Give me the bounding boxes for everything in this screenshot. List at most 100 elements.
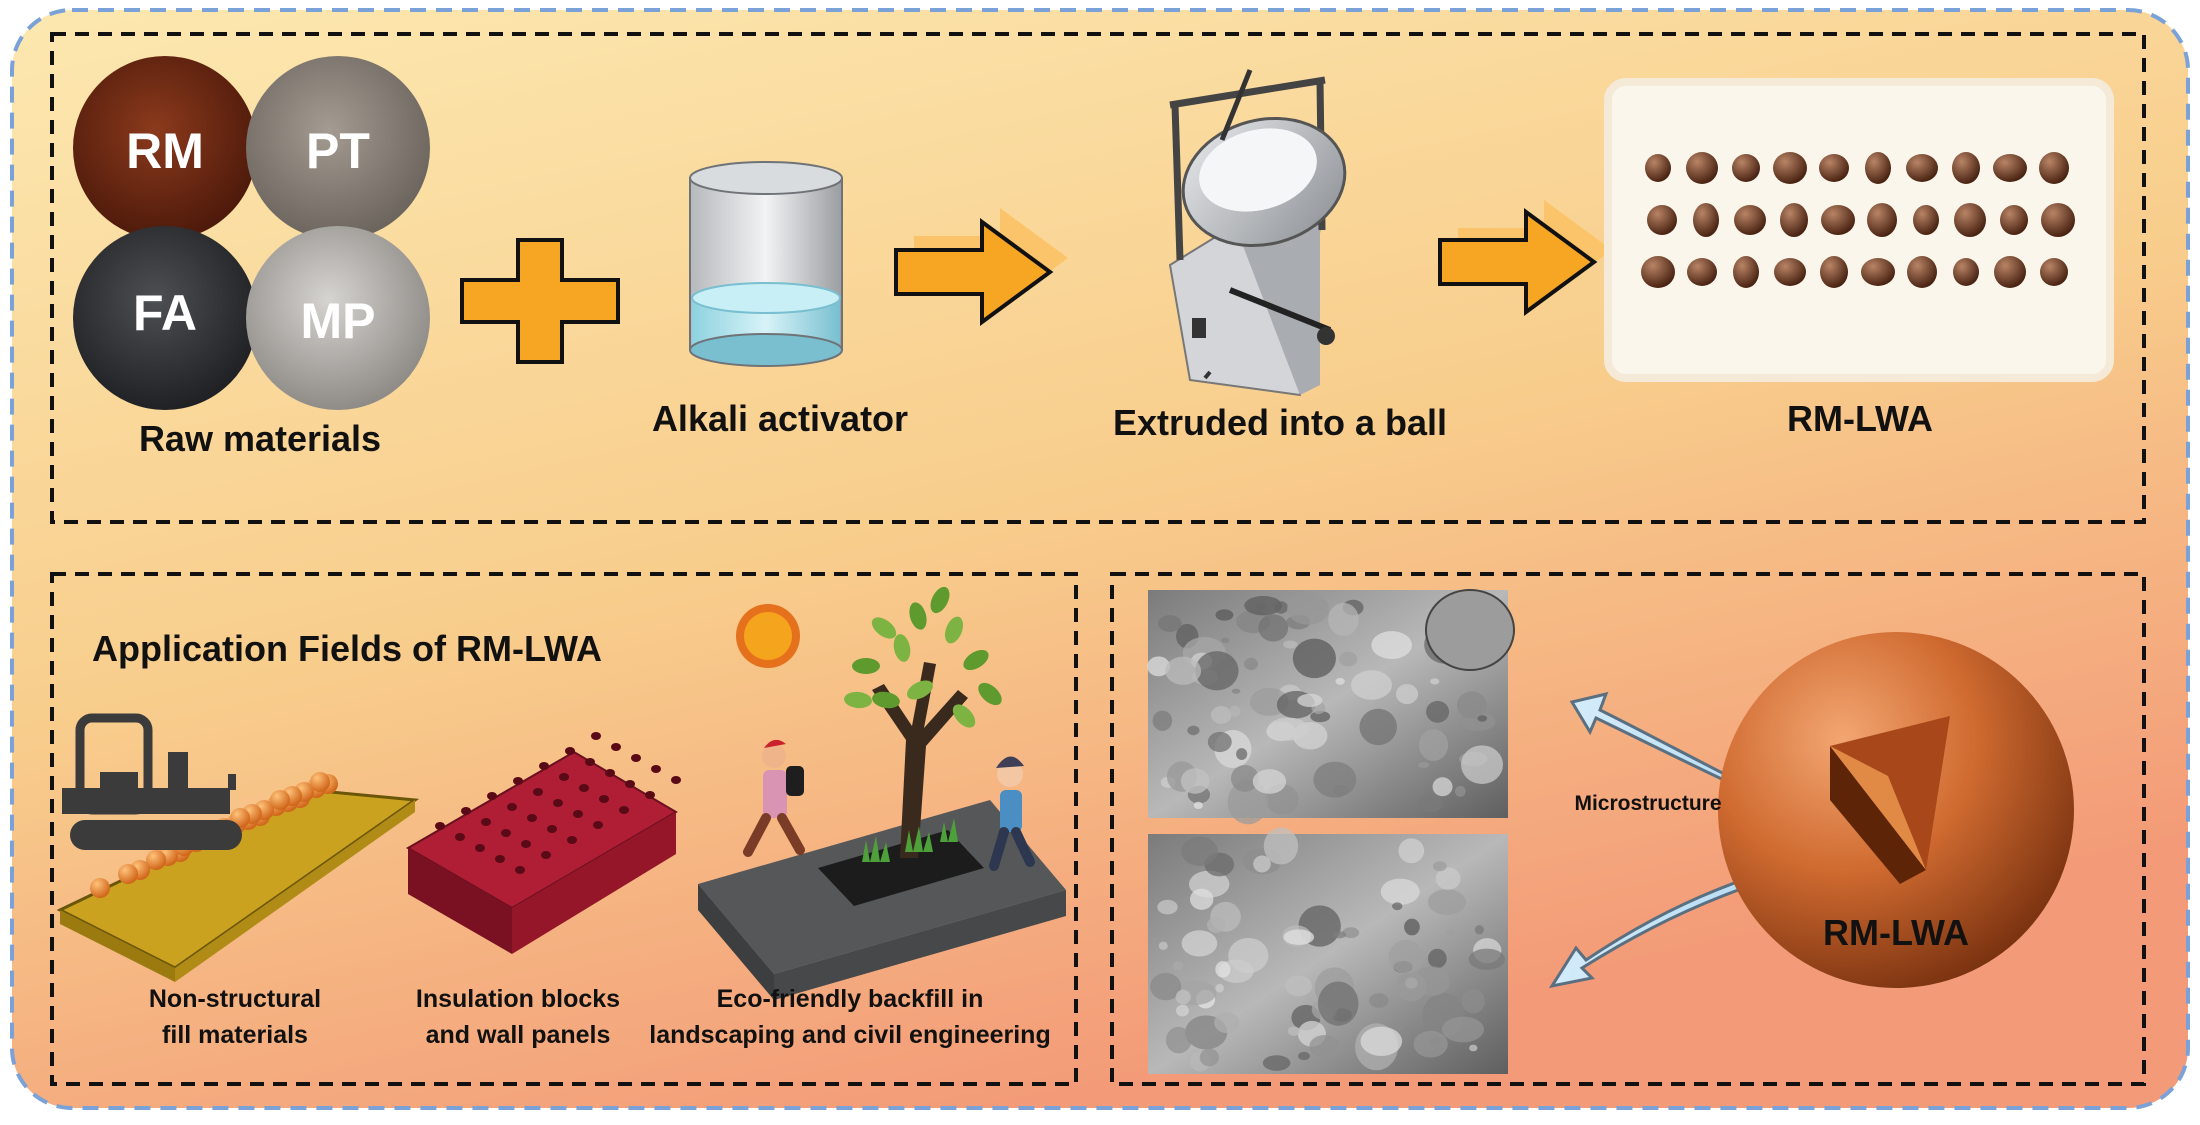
sem-particle [1468, 948, 1506, 970]
aggregate-ball [2039, 152, 2069, 184]
block-hole [625, 780, 635, 788]
sem-particle [1274, 601, 1289, 614]
sem-particle [1210, 706, 1232, 724]
sem-particle [1267, 717, 1309, 741]
block-hole [521, 840, 531, 848]
tree-leaf [963, 649, 989, 671]
fill-ball [270, 790, 290, 810]
block-hole [645, 791, 655, 799]
application-backfill-line2: landscaping and civil engineering [649, 1021, 1051, 1049]
fa-powder [73, 226, 257, 410]
sem-particle [1244, 657, 1259, 671]
sem-particle [1369, 993, 1389, 1008]
sem-particle [1221, 637, 1230, 644]
sem-particle [1206, 917, 1226, 933]
aggregate-ball [1647, 205, 1677, 235]
aggregate-ball [1993, 154, 2027, 182]
block-hole [455, 833, 465, 841]
sem-particle [1388, 939, 1423, 974]
aggregate-ball [1733, 256, 1759, 288]
block-hole [495, 855, 505, 863]
excavator-icon [62, 713, 242, 850]
process-arrow-1 [894, 208, 1068, 326]
sem-particle [1214, 1012, 1240, 1034]
sem-particle [1215, 609, 1234, 621]
aggregate-ball [1865, 152, 1891, 184]
sem-particle [1165, 656, 1202, 685]
block-hole [461, 807, 471, 815]
tree-leaf [945, 616, 963, 644]
sem-particle [1338, 651, 1358, 667]
sem-particle [1165, 1026, 1192, 1054]
sem-particle [1253, 855, 1271, 873]
sem-particle [1398, 838, 1425, 864]
aggregate-ball [1906, 154, 1938, 182]
tree-leaf [872, 691, 900, 709]
sem-particle [1317, 981, 1359, 1026]
sem-particle [1461, 989, 1486, 1014]
tree-leaf [852, 658, 880, 674]
aggregate-ball [1994, 256, 2026, 288]
sem-particle [1417, 794, 1444, 813]
block-hole [585, 758, 595, 766]
rm-lwa-caption: RM-LWA [1787, 398, 1933, 439]
alkali-activator-caption: Alkali activator [651, 398, 909, 439]
tree-leaf [909, 602, 927, 630]
mp-label: MP [300, 293, 376, 349]
rm-label: RM [126, 123, 204, 179]
sem-particle [1193, 801, 1203, 810]
sem-particle [1313, 761, 1357, 798]
sem-particle [1175, 989, 1191, 1005]
block-hole [475, 844, 485, 852]
sem-particle [1263, 827, 1299, 865]
sem-particle [1189, 888, 1214, 910]
sem-particle [1152, 710, 1173, 731]
sem-particle [1181, 930, 1218, 957]
pelletizer-machine-icon [1168, 69, 1347, 397]
block-hole [605, 769, 615, 777]
aggregate-ball [1693, 203, 1719, 237]
sem-particle [1283, 929, 1315, 945]
tree-trunk [872, 662, 968, 858]
aggregate-ball [1952, 152, 1980, 184]
block-hole [611, 743, 621, 751]
sem-particle [1158, 615, 1182, 632]
sem-particle [1469, 1044, 1478, 1052]
block-hole [651, 765, 661, 773]
raw-materials-group [73, 56, 430, 410]
sem-particle [1328, 602, 1359, 636]
block-hole [541, 851, 551, 859]
block-hole [631, 754, 641, 762]
aggregate-ball [1819, 154, 1849, 182]
mp-powder [246, 226, 430, 410]
sem-particle [1227, 779, 1269, 825]
block-hole [487, 792, 497, 800]
block-hole [533, 788, 543, 796]
sem-particle [1342, 927, 1360, 939]
tree-leaf [978, 682, 1002, 706]
sem-particle [1392, 1023, 1404, 1031]
block-hole [435, 822, 445, 830]
sem-particle [1157, 899, 1178, 915]
aggregate-ball [2040, 258, 2068, 286]
grass-patches [862, 818, 958, 862]
sem-particle [1180, 768, 1210, 794]
microstructure-label: Microstructure [1574, 792, 1722, 815]
sphere-label: RM-LWA [1823, 912, 1969, 953]
sem-particle [1395, 971, 1427, 1002]
sem-particle [1461, 745, 1504, 784]
block-hole [593, 821, 603, 829]
aggregate-ball [1641, 256, 1675, 288]
block-hole [567, 836, 577, 844]
sem-particle [1445, 929, 1455, 937]
aggregate-ball [1867, 203, 1897, 237]
sem-particle [1456, 691, 1487, 719]
sem-image-top [1147, 589, 1515, 825]
beaker-icon [689, 161, 843, 367]
raw-materials-caption: Raw materials [138, 418, 382, 459]
fill-materials-illustration [56, 713, 420, 982]
fill-ball [310, 772, 330, 792]
sem-particle [1427, 948, 1447, 969]
